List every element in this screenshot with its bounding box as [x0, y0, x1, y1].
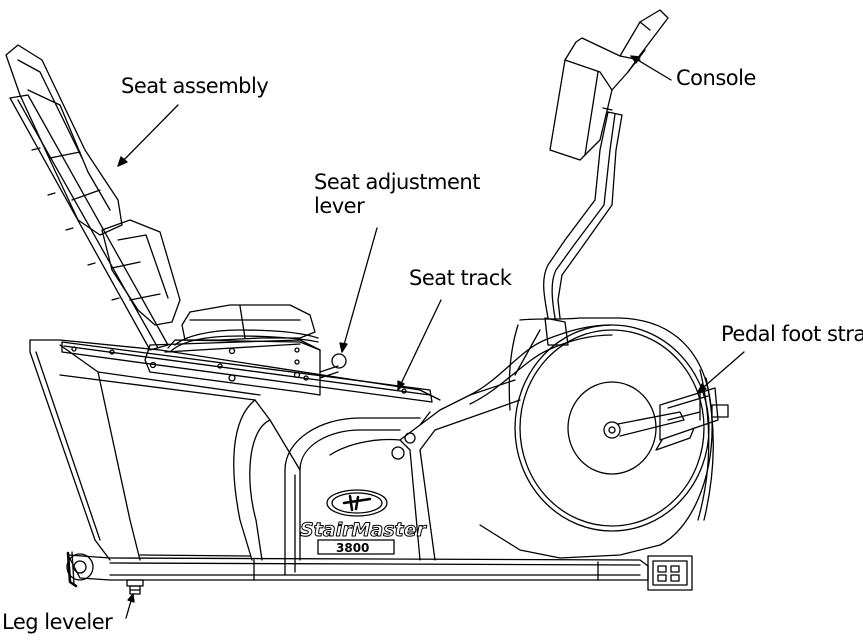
base-frame: [67, 554, 649, 581]
seat-assembly-arrowhead: [117, 156, 128, 167]
seat-adjustment-leader: [341, 227, 378, 353]
seat-carriage: [144, 329, 321, 396]
leg-leveler-label: Leg leveler: [2, 610, 113, 634]
seat-adjustment-label-line2: lever: [314, 194, 365, 218]
pedal-strap-leader: [697, 351, 745, 393]
seat-track-leader: [397, 299, 442, 391]
main-shroud: [29, 339, 521, 576]
flywheel-shroud: [469, 317, 714, 559]
pedal-crank: [603, 387, 729, 451]
seat-adjustment-lever-part: [319, 353, 347, 379]
leg-leveler-arrowhead: [127, 593, 135, 603]
callout-lines: [117, 55, 745, 619]
seat-assembly-label: Seat assembly: [121, 74, 269, 98]
brand-name-text: StairMaster: [300, 519, 427, 541]
seat-assembly-part: [5, 44, 321, 351]
seat-track-arrowhead: [397, 380, 405, 391]
seat-adjustment-label-line1: Seat adjustment: [314, 170, 480, 194]
seat-assembly-leader: [117, 104, 179, 167]
seat-adjustment-lever-label: Seat adjustment lever: [314, 170, 504, 218]
console-mast: [543, 9, 669, 346]
rear-foot: [66, 551, 94, 588]
console-label: Console: [676, 66, 756, 90]
seat-track: [61, 341, 433, 403]
seat-track-label: Seat track: [409, 266, 512, 290]
brand-model-text: 3800: [336, 541, 369, 555]
pedal-foot-strap-label: Pedal foot strap: [721, 322, 863, 346]
front-foot: [647, 555, 693, 591]
pedal-strap-arrowhead: [697, 383, 707, 393]
seat-adjustment-arrowhead: [339, 342, 348, 353]
stairmaster-logo: [317, 489, 395, 555]
console-arrowhead: [630, 55, 641, 64]
leg-leveler-part: [126, 579, 144, 595]
